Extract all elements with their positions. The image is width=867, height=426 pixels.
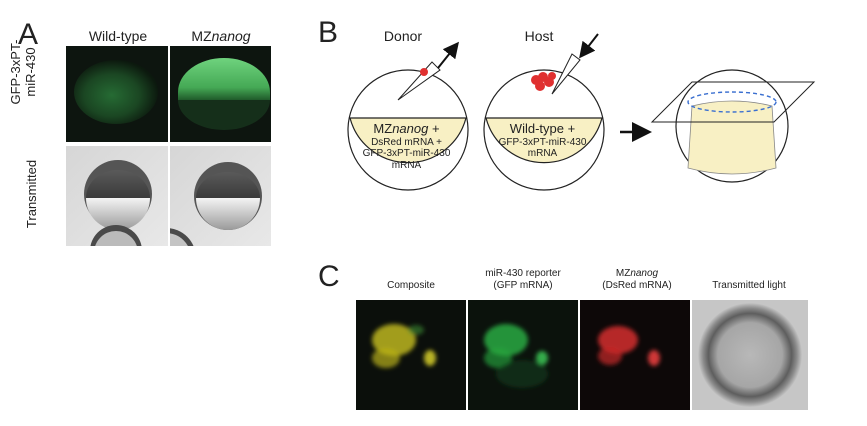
- dsred-cells: [598, 326, 660, 366]
- host-line3: mRNA: [527, 148, 558, 160]
- host-title: Host: [524, 28, 554, 44]
- label-transmitted-light: Transmitted light: [712, 280, 786, 291]
- host-line2: GFP-3xPT-miR-430: [498, 136, 587, 148]
- donor-line3: GFP-3xPT-miR-430: [362, 148, 451, 160]
- donor-label: MZnanog + DsRed mRNA + GFP-3xPT-miR-430 …: [344, 121, 469, 171]
- host-transplanted-cells: [531, 72, 556, 91]
- column-label-wild-type: Wild-type: [88, 28, 148, 44]
- host-line1: Wild-type +: [509, 121, 576, 136]
- donor-title: Donor: [383, 28, 423, 44]
- host-label: Wild-type + GFP-3xPT-miR-430 mRNA: [480, 121, 605, 160]
- gfp-yolk-mz-nanog: [178, 100, 270, 130]
- row-label-transmitted: Transmitted: [24, 159, 39, 229]
- row-label-gfp-reporter: GFP-3xPT- miR-430: [8, 26, 38, 118]
- panel-c-letter: C: [318, 260, 340, 293]
- host-yolk: [485, 117, 603, 164]
- focal-section: [687, 91, 777, 113]
- host-needle: [551, 33, 599, 95]
- donor-line2: DsRed mRNA +: [371, 136, 442, 148]
- transmitted-blastoderm-mz-nanog: [196, 172, 260, 198]
- column-label-mz-nanog: MZnanog: [174, 28, 268, 44]
- mz-prefix: MZ: [615, 268, 631, 279]
- donor-cells: [420, 68, 428, 76]
- label-mz-line1: MZnanog: [582, 268, 692, 280]
- gene-name: nanog: [392, 121, 429, 136]
- donor-yolk: [349, 117, 467, 164]
- donor-line4: mRNA: [391, 159, 422, 171]
- neighbor-embryo-wild-type-inner: [95, 231, 137, 246]
- label-reporter-line2: (GFP mRNA): [493, 279, 553, 291]
- row-label-gfp-line2: miR-430: [23, 47, 38, 97]
- transmitted-yolk-wild-type: [86, 198, 150, 230]
- gfp-cells: [484, 324, 548, 388]
- transmitted-blastoderm-wild-type: [86, 170, 150, 198]
- panel-b-letter: B: [318, 16, 339, 49]
- label-reporter-line1: miR-430 reporter: [485, 268, 561, 279]
- label-reporter: miR-430 reporter (GFP mRNA): [468, 268, 578, 291]
- composite-cells: [372, 324, 436, 368]
- mz-prefix: MZ: [373, 121, 393, 136]
- panel-a-micrographs: [66, 46, 271, 246]
- plus-sign: +: [428, 121, 440, 136]
- panel-a-letter: A: [18, 18, 39, 51]
- transmitted-embryo: [698, 303, 802, 407]
- gfp-reporter-image: [468, 300, 578, 410]
- gfp-embryo-wild-type: [74, 60, 158, 124]
- gene-name: nanog: [211, 28, 251, 44]
- imaging-plane-embryo: [650, 69, 816, 183]
- result-yolk: [687, 100, 777, 175]
- neighbor-embryo-mz-nanog-inner: [170, 233, 188, 246]
- focal-plane: [650, 81, 816, 123]
- mz-prefix: MZ: [191, 28, 212, 44]
- donor-arrow: [437, 41, 459, 69]
- label-mz-line2: (DsRed mRNA): [602, 279, 672, 291]
- label-composite: Composite: [387, 280, 435, 291]
- transplant-diagram: [347, 33, 816, 191]
- host-arrow: [579, 33, 599, 59]
- dsred-image: [580, 300, 690, 410]
- label-mz-nanog: MZnanog (DsRed mRNA): [582, 268, 692, 291]
- row-label-gfp-line1: GFP-3xPT-: [8, 39, 23, 105]
- composite-image: [356, 300, 466, 410]
- donor-needle: [397, 41, 459, 101]
- panel-c-micrographs: [356, 300, 808, 410]
- gene-name: nanog: [630, 268, 659, 279]
- transmitted-yolk-mz-nanog: [196, 198, 260, 230]
- donor-line1: MZnanog +: [344, 121, 469, 137]
- gfp-embryo-mz-nanog: [178, 58, 270, 100]
